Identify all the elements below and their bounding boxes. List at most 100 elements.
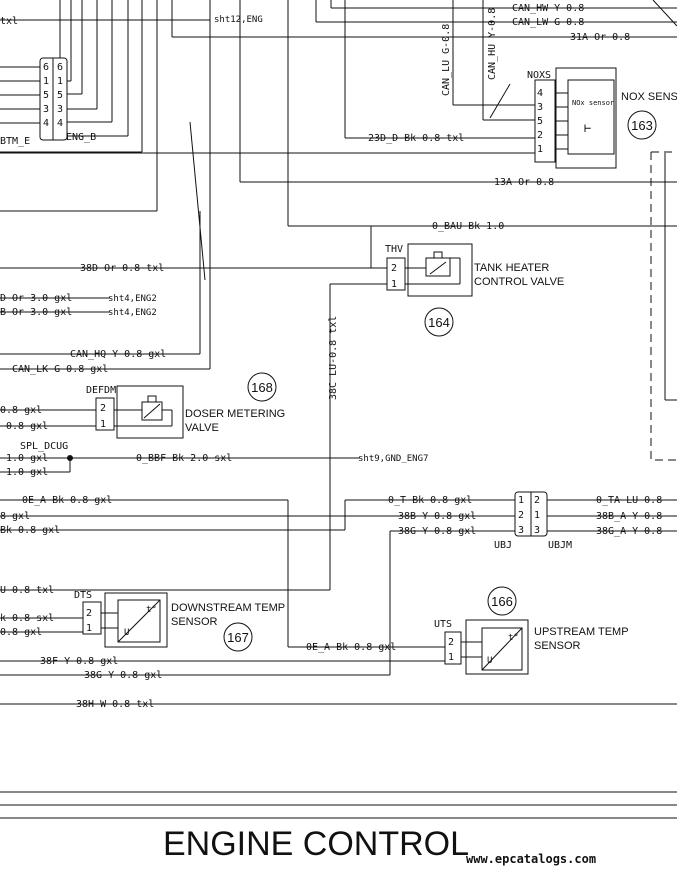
- wire-label: CAN_HQ Y-0.8 gxl: [70, 349, 166, 360]
- wire-label: 0.8 gxl: [0, 405, 42, 416]
- wire-label: 0.8 gxl: [0, 627, 42, 638]
- pin-label: 3: [43, 104, 49, 115]
- pin-label: 1: [448, 652, 454, 663]
- wire-label: U-0.8 txl: [0, 585, 54, 596]
- nox-sensor: NOXS NOx sensor ⊢ 4 3 5 2 1 NOX SENS 163: [527, 67, 677, 169]
- thv-label: CONTROL VALVE: [474, 276, 564, 288]
- wire-label: B Or-3.0 gxl: [0, 307, 72, 318]
- wire-label: sht4,ENG2: [108, 308, 157, 318]
- wire-label: -1.0 gxl: [0, 467, 48, 478]
- wire-label: 8 gxl: [0, 511, 30, 522]
- dts-label: DOWNSTREAM TEMP: [171, 602, 285, 614]
- pin-label: 3: [534, 525, 540, 536]
- wire-label: 0_T Bk-0.8 gxl: [388, 495, 472, 506]
- wire-label: 38F Y-0.8 gxl: [40, 656, 118, 667]
- pin-label: 1: [391, 279, 397, 290]
- doser-metering-valve: DEFDM 2 1 DOSER METERING VALVE 168: [86, 372, 285, 439]
- u-symbol: U: [124, 628, 129, 638]
- wire-label: txl: [0, 16, 18, 27]
- pin-label: 1: [100, 419, 106, 430]
- callout-number: 168: [251, 380, 273, 395]
- pin-label: 2: [100, 403, 106, 414]
- wire-label: sht12,ENG: [214, 15, 263, 25]
- page-title: ENGINE CONTROL: [163, 825, 469, 863]
- connector-id: BTM_E: [0, 136, 30, 147]
- wire-label: -0.8 gxl: [0, 421, 48, 432]
- wire-label: CAN_LU G-0.8: [441, 24, 452, 96]
- pin-label: 2: [534, 495, 540, 506]
- wire-label: 38B Y-0.8 gxl: [398, 511, 476, 522]
- connector-id: UBJM: [548, 540, 572, 551]
- wire-label: CAN_HU Y-0.8: [487, 8, 498, 80]
- defdm-label: VALVE: [185, 422, 219, 434]
- wire-label: 13A Or-0.8: [494, 177, 554, 188]
- watermark: www.epcatalogs.com: [466, 852, 596, 866]
- pin-label: 2: [86, 608, 92, 619]
- wire-label: Bk-0.8 gxl: [0, 525, 60, 536]
- wire-label: 38G Y-0.8 gxl: [84, 670, 162, 681]
- wire-label: -1.0 gxl: [0, 453, 48, 464]
- pin-label: 3: [57, 104, 63, 115]
- dts-label: SENSOR: [171, 616, 218, 628]
- top-bundle: sht12,ENG: [0, 0, 677, 369]
- component-id: UTS: [434, 619, 452, 630]
- wire-label: CAN_LW G-0.8: [512, 17, 584, 28]
- tank-heater-valve: THV 2 1 TANK HEATER CONTROL VALVE 164: [385, 243, 564, 337]
- pin-label: 1: [86, 623, 92, 634]
- thv-label: TANK HEATER: [474, 262, 549, 274]
- pin-label: 4: [537, 88, 543, 99]
- callout-number: 163: [631, 118, 653, 133]
- pin-label: 6: [43, 62, 49, 73]
- wire-label: CAN_HW Y-0.8: [512, 3, 584, 14]
- theta-symbol: t°: [508, 633, 519, 643]
- uts-label: UPSTREAM TEMP: [534, 626, 629, 638]
- splice-id: SPL_DCUG: [20, 441, 68, 452]
- pin-label: 5: [43, 90, 49, 101]
- pin-label: 5: [537, 116, 543, 127]
- pin-label: 1: [57, 76, 63, 87]
- wire-label: sht4,ENG2: [108, 294, 157, 304]
- wire-label: 38G_A Y-0.8: [596, 526, 662, 537]
- wire-label: 38B_A Y-0.8: [596, 511, 662, 522]
- wire-label: 0_TA LU-0.8: [596, 495, 662, 506]
- component-id: NOXS: [527, 70, 551, 81]
- pin-label: 2: [448, 637, 454, 648]
- u-symbol: U: [487, 656, 492, 666]
- connector-ubj: 1 2 3 2 1 3 UBJ UBJM: [494, 491, 572, 551]
- callout-number: 164: [428, 315, 450, 330]
- pin-label: 2: [518, 510, 524, 521]
- pin-label: 1: [537, 144, 543, 155]
- wire-label: 38H W-0.8 txl: [76, 699, 154, 710]
- theta-symbol: t°: [146, 605, 157, 615]
- wire-label: sht9,GND_ENG7: [358, 454, 428, 464]
- connector-eng-b: 6 1 5 3 4 6 1 5 3 4 txl ENG_B BTM_E: [0, 16, 96, 147]
- upstream-temp-sensor: UTS t° U 2 1 UPSTREAM TEMP SENSOR 166: [434, 586, 629, 675]
- pin-label: 1: [534, 510, 540, 521]
- pin-label: 1: [518, 495, 524, 506]
- callout-number: 167: [227, 630, 249, 645]
- wire-label: 31A Or-0.8: [570, 32, 630, 43]
- component-id: THV: [385, 244, 403, 255]
- connector-id: UBJ: [494, 540, 512, 551]
- pin-label: 1: [43, 76, 49, 87]
- wire-label: 0E_A Bk-0.8 gxl: [22, 495, 112, 506]
- wire-label: 38G Y-0.8 gxl: [398, 526, 476, 537]
- downstream-temp-sensor: DTS t° U 2 1 DOWNSTREAM TEMP SENSOR 167: [74, 590, 285, 652]
- wire-label: 23D_D Bk-0.8 txl: [368, 133, 464, 144]
- nox-inner-label: NOx sensor: [572, 99, 614, 107]
- wire-label: 38D Or-0.8 txl: [80, 263, 164, 274]
- wire-label: 38C LU-0.8 txl: [328, 316, 339, 400]
- defdm-label: DOSER METERING: [185, 408, 285, 420]
- callout-number: 166: [491, 594, 513, 609]
- component-id: DTS: [74, 590, 92, 601]
- pin-label: 2: [537, 130, 543, 141]
- pin-label: 3: [537, 102, 543, 113]
- wire-label: 0_BBF Bk-2.0 sxl: [136, 453, 232, 464]
- component-id: DEFDM: [86, 385, 116, 396]
- svg-text:⊢: ⊢: [584, 121, 591, 135]
- wire-label: 0E_A Bk-0.8 gxl: [306, 642, 396, 653]
- uts-label: SENSOR: [534, 640, 581, 652]
- pin-label: 5: [57, 90, 63, 101]
- connector-id: ENG_B: [66, 132, 96, 143]
